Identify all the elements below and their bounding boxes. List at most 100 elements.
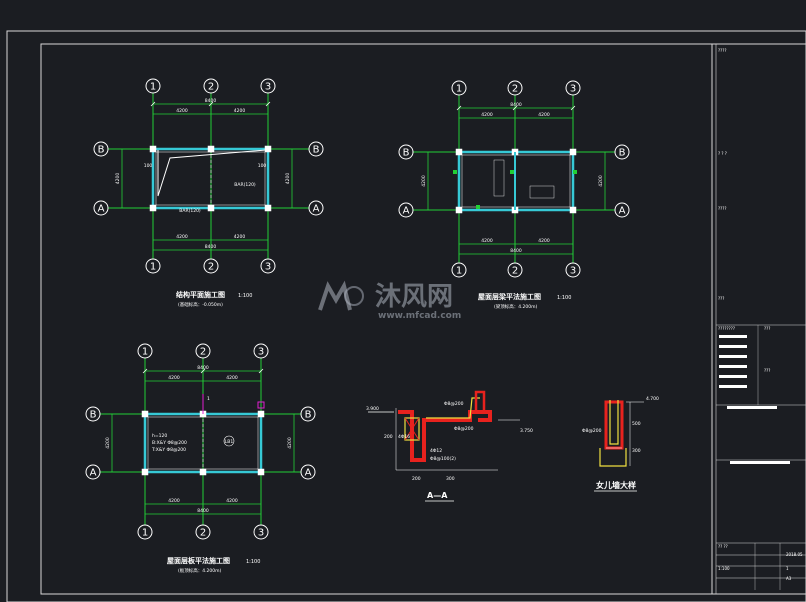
title-block-name-bar (727, 406, 777, 409)
beam-marker-3 (476, 205, 480, 209)
axis-bubble-top-1-circle (137, 343, 153, 359)
title-block-text-7: ?? ?? (718, 544, 728, 549)
axis-bubble-right-A-circle (300, 464, 316, 480)
dim-right-top: 4200 (234, 108, 246, 114)
dim-tick-top-2 (265, 101, 271, 107)
axis-bubble-left-B-circle (85, 406, 101, 422)
dim-tick-top-1 (200, 368, 206, 374)
axis-bubble-bottom-3-label: 3 (265, 262, 271, 273)
foundation-label-bar-b: BAR(120) (179, 208, 201, 214)
axis-bubble-left-B-circle (93, 141, 109, 157)
axis-bubble-top-2-label: 2 (512, 84, 518, 95)
axis-bubble-left-B-label: B (90, 410, 97, 421)
dim-height-right: 4200 (598, 175, 604, 187)
axis-bubble-left-A-circle (93, 200, 109, 216)
dim-total-top: 8400 (510, 102, 522, 108)
axis-bubble-bottom-1-circle (451, 262, 467, 278)
section-dim-200b: 200 (384, 434, 393, 440)
plan1-scale: 1:100 (238, 293, 252, 299)
column-1-A (455, 148, 463, 156)
axis-bubble-top-1-label: 1 (150, 82, 156, 93)
section-label-4phi12: 4Φ12 (430, 448, 442, 454)
dim-tick-top-0 (150, 101, 156, 107)
axis-bubble-right-B-label: B (313, 145, 320, 156)
dim-tick-top-0 (456, 105, 462, 111)
title-block-text-8: 1:100 (718, 566, 730, 571)
column-3-A (257, 410, 265, 418)
column-3-B (257, 468, 265, 476)
axis-bubble-right-B-circle (300, 406, 316, 422)
foundation-label-100a: 100 (144, 163, 153, 169)
axis-bubble-right-A-circle (308, 200, 324, 216)
dim-total-bottom: 8400 (205, 244, 217, 250)
axis-bubble-top-1-circle (451, 80, 467, 96)
parapet-dim-4700: 4.700 (646, 396, 659, 402)
axis-bubble-top-3-circle (565, 80, 581, 96)
parapet-dim-500: 500 (632, 421, 641, 427)
axis-bubble-top-3-label: 3 (570, 84, 576, 95)
axis-bubble-right-B-circle (614, 144, 630, 160)
section-dim-3750: 3.750 (520, 428, 533, 434)
section-dim-200: 200 (412, 476, 421, 482)
axis-bubble-right-A-label: A (305, 468, 312, 479)
plan2-scale: 1:100 (557, 295, 571, 301)
dim-total-top: 8400 (197, 365, 209, 371)
section-aa: 3.900 3.750 200 300 200 4Φ16 Φ8@200 Φ8@2… (366, 390, 533, 502)
outer-frame (6, 30, 806, 602)
axis-bubble-bottom-2-label: 2 (512, 266, 518, 277)
foundation-beam-diagonal (157, 149, 267, 197)
section-dim-300: 300 (446, 476, 455, 482)
watermark-brand: 沐风网 (375, 282, 453, 312)
axis-bubble-bottom-1-label: 1 (150, 262, 156, 273)
dim-height-left: 4200 (105, 437, 111, 449)
axis-bubble-left-B-label: B (98, 145, 105, 156)
title-block-text-0: ???? (718, 48, 727, 53)
section-dim-3900: 3.900 (366, 406, 379, 412)
axis-bubble-bottom-1-label: 1 (142, 528, 148, 539)
beam-marker-1 (573, 170, 577, 174)
column-3-A (264, 145, 272, 153)
axis-bubble-bottom-2-label: 2 (200, 528, 206, 539)
axis-bubble-top-2-label: 2 (200, 347, 206, 358)
title-block-text-2: ???? (718, 206, 727, 211)
axis-bubble-top-3-circle (260, 78, 276, 94)
dim-height-left: 4200 (115, 173, 121, 185)
title-block-bar-1 (719, 345, 747, 348)
axis-bubble-top-1-circle (145, 78, 161, 94)
axis-bubble-bottom-3-circle (565, 262, 581, 278)
title-block-bar-5 (719, 385, 747, 388)
slab-note-1: B:X&Y Φ8@200 (152, 440, 187, 446)
axis-bubble-left-B-circle (398, 144, 414, 160)
axis-bubble-left-A-circle (85, 464, 101, 480)
axis-bubble-left-A-circle (398, 202, 414, 218)
watermark-url: www.mfcad.com (378, 311, 461, 321)
parapet-title: 女儿墙大样 (596, 480, 636, 490)
title-block-text-1: ? ? ? (718, 151, 727, 156)
section-label-stirrup: Φ8@100(2) (430, 456, 456, 462)
axis-bubble-top-2-label: 2 (208, 82, 214, 93)
axis-bubble-bottom-2-label: 2 (208, 262, 214, 273)
dim-left-bottom: 4200 (176, 234, 188, 240)
column-1-A (149, 145, 157, 153)
title-block-text-10: 1 (786, 566, 789, 571)
slab-mark-box (257, 401, 265, 409)
column-3-A (569, 148, 577, 156)
watermark: 沐风网 www.mfcad.com (318, 280, 461, 321)
axis-bubble-bottom-3-label: 3 (570, 266, 576, 277)
column-1-B (141, 468, 149, 476)
foundation-label-100b: 100 (258, 163, 267, 169)
dim-right-bottom: 4200 (234, 234, 246, 240)
axis-bubble-left-B-label: B (403, 148, 410, 159)
dim-tick-top-1 (512, 105, 518, 111)
column-3-B (569, 206, 577, 214)
axis-bubble-bottom-2-circle (507, 262, 523, 278)
slab-tag-circle (223, 435, 235, 447)
beam-label-box-a (493, 159, 505, 197)
dim-tick-top-0 (142, 368, 148, 374)
plan2-note: (梁顶标高：4.200m) (494, 303, 538, 310)
section-label-4phi16: 4Φ16 (398, 434, 410, 440)
axis-bubble-bottom-3-circle (253, 524, 269, 540)
